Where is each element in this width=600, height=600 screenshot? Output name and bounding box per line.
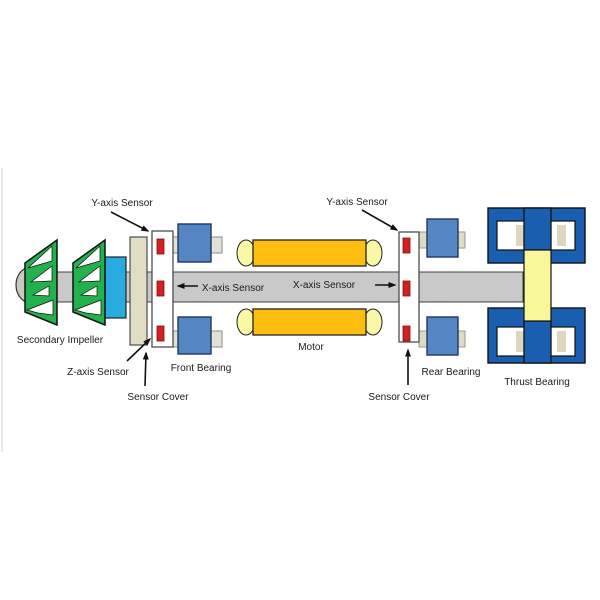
thrust-post-bottom: [523, 320, 552, 364]
front-bearing-assembly: [151, 223, 223, 355]
motor-end-cap: [236, 308, 256, 336]
rear-bearing-assembly: [398, 218, 466, 356]
seal-disk: [129, 236, 148, 346]
y-axis-sensor-front-arrow: [110, 211, 150, 232]
sensor-cover-front-arrow: [142, 351, 149, 387]
impeller-vane-cutout: [75, 245, 101, 269]
label-sensor-cover-rear: Sensor Cover: [368, 392, 430, 403]
label-z-axis-sensor: Z-axis Sensor: [67, 367, 129, 378]
y-axis-sensor-rear-arrow: [361, 209, 399, 231]
impeller-vane-cutout: [31, 285, 50, 297]
label-front-bearing: Front Bearing: [171, 363, 232, 374]
label-x-axis-sensor-rear: X-axis Sensor: [293, 280, 356, 291]
motor-top-cylinder: [236, 239, 383, 267]
label-y-axis-sensor-rear: Y-axis Sensor: [326, 197, 388, 208]
motor-end-cap: [236, 239, 256, 267]
motor-end-cap: [363, 239, 383, 267]
sensor-element: [402, 280, 411, 297]
label-y-axis-sensor-front: Y-axis Sensor: [91, 198, 153, 209]
impeller-vane-cutout: [29, 265, 53, 283]
label-rear-bearing: Rear Bearing: [422, 367, 481, 378]
motor-bottom-cylinder: [236, 308, 383, 336]
impeller-vane-cutout: [27, 245, 53, 269]
thrust-runner-plate: [523, 249, 552, 322]
rear-bearing-block-top: [426, 218, 459, 258]
thrust-bearing-assembly: [487, 207, 586, 364]
label-sensor-cover-front: Sensor Cover: [127, 392, 189, 403]
impeller-hub: [103, 256, 127, 319]
label-thrust-bearing: Thrust Bearing: [504, 377, 570, 388]
sensor-element: [402, 325, 411, 342]
motor-winding: [252, 308, 367, 336]
impeller-vane-cutout: [73, 299, 102, 316]
thrust-pad: [516, 225, 525, 246]
motor-winding: [252, 239, 367, 267]
thrust-pad: [557, 225, 566, 246]
impeller-vane-cutout: [79, 285, 98, 297]
label-secondary-impeller: Secondary Impeller: [17, 335, 104, 346]
rear-bearing-block-bottom: [426, 316, 459, 356]
label-motor: Motor: [298, 342, 324, 353]
thrust-pad: [516, 331, 525, 352]
thrust-post-top: [523, 207, 552, 251]
impeller-stage-1: [24, 238, 58, 327]
front-bearing-block-bottom: [177, 316, 212, 355]
impeller-stage-2: [72, 238, 106, 327]
sensor-element: [156, 280, 165, 297]
motor-end-cap: [363, 308, 383, 336]
z-axis-sensor-arrow: [126, 337, 152, 362]
label-x-axis-sensor-front: X-axis Sensor: [202, 283, 265, 294]
sensor-element: [402, 237, 411, 254]
sensor-element: [156, 325, 165, 342]
thrust-pad: [557, 331, 566, 352]
sensor-element: [156, 238, 165, 255]
impeller-vane-cutout: [77, 265, 101, 283]
front-bearing-block-top: [177, 223, 212, 263]
impeller-vane-cutout: [25, 299, 54, 316]
